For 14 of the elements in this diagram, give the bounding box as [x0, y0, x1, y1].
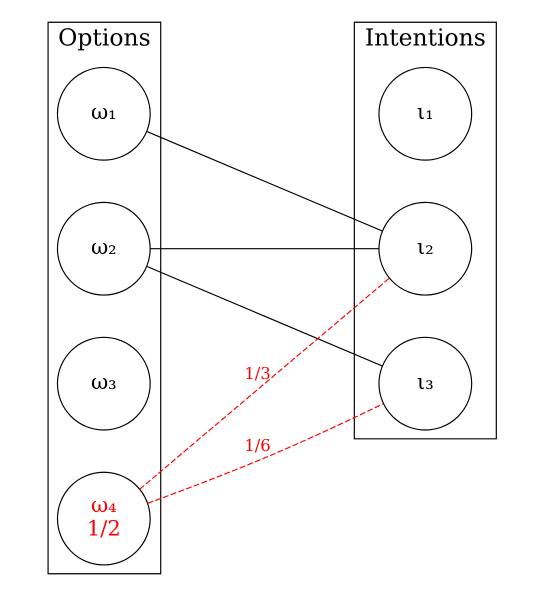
- node-circle: ω₄ 1/2: [56, 472, 151, 566]
- node-circle: ω₁: [56, 66, 151, 161]
- edge-label: 1/6: [244, 436, 271, 455]
- node-circle: ι₂: [378, 202, 472, 296]
- node-circle: ω₃: [56, 336, 151, 431]
- node-circle: ι₁: [378, 66, 472, 161]
- edge-label: 1/3: [244, 364, 271, 384]
- connector: [146, 266, 383, 367]
- node-circle: ω₂: [56, 202, 151, 296]
- connector: [139, 278, 390, 490]
- connector: [147, 403, 384, 504]
- node-circle: ι₃: [378, 336, 472, 431]
- connector: [150, 248, 379, 250]
- connector: [146, 130, 383, 232]
